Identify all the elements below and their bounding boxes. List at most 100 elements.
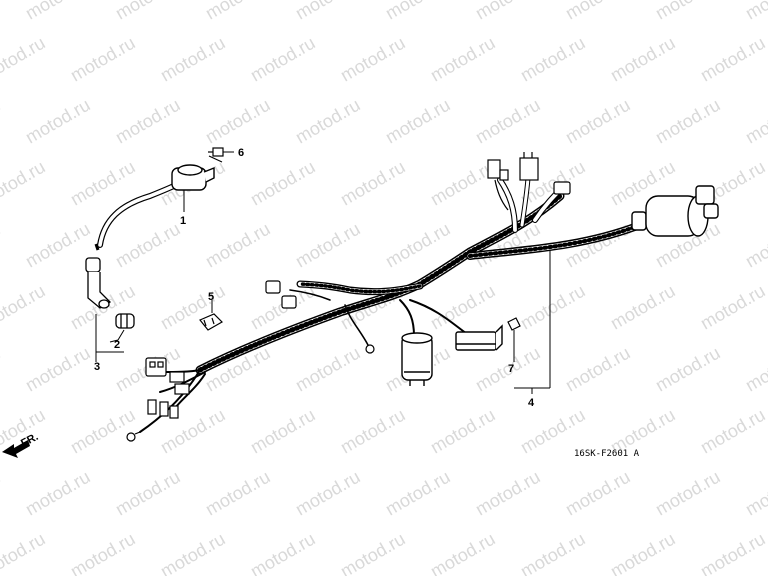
watermark-text: motod.ru (517, 281, 589, 334)
watermark-text: motod.ru (0, 157, 49, 210)
watermark-text: motod.ru (292, 467, 364, 520)
watermark-text: motod.ru (337, 529, 409, 576)
watermark-text: motod.ru (22, 219, 94, 272)
leader-lines (109, 339, 119, 343)
watermark-text: motod.ru (0, 467, 4, 520)
watermark-text: motod.ru (652, 0, 724, 23)
watermark-text: motod.ru (22, 467, 94, 520)
front-connector-bundle (126, 357, 190, 442)
watermark-text: motod.ru (607, 33, 679, 86)
watermark-text: motod.ru (292, 95, 364, 148)
watermark-text: motod.ru (697, 33, 768, 86)
watermark-text: motod.ru (67, 529, 139, 576)
watermark-text: motod.ru (67, 33, 139, 86)
watermark-text: motod.ru (427, 33, 499, 86)
callout-2: 2 (114, 339, 120, 351)
wire-harness (139, 175, 644, 433)
watermark-text: motod.ru (337, 33, 409, 86)
watermark-text: motod.ru (22, 95, 94, 148)
watermark-text: motod.ru (742, 95, 768, 148)
watermark-text: motod.ru (607, 281, 679, 334)
watermark-text: motod.ru (247, 157, 319, 210)
watermark-text: motod.ru (742, 0, 768, 23)
watermark-text: motod.ru (472, 0, 544, 23)
bracket-4 (514, 250, 551, 394)
watermark-text: motod.ru (112, 219, 184, 272)
watermark-text: motod.ru (292, 0, 364, 23)
watermark-text: motod.ru (112, 95, 184, 148)
watermark-text: motod.ru (517, 529, 589, 576)
watermark-text: motod.ru (112, 467, 184, 520)
diagram-code: 16SK-F2601 A (574, 449, 640, 459)
watermark-text: motod.ru (427, 529, 499, 576)
watermark-text: motod.ru (382, 0, 454, 23)
watermark-text: motod.ru (202, 219, 274, 272)
watermark-text: motod.ru (742, 219, 768, 272)
wire-clamp (199, 300, 223, 331)
spark-plug-cap (85, 257, 112, 362)
watermark-text: motod.ru (427, 405, 499, 458)
watermark-text: motod.ru (202, 0, 274, 23)
watermark-text: motod.ru (742, 467, 768, 520)
watermark-text: motod.ru (0, 343, 4, 396)
watermark-text: motod.ru (562, 343, 634, 396)
cap-boot (115, 313, 135, 341)
watermark-text: motod.ru (337, 405, 409, 458)
watermark-text: motod.ru (247, 529, 319, 576)
watermark-text: motod.ru (517, 33, 589, 86)
watermark-text: motod.ru (472, 467, 544, 520)
watermark-text: motod.ru (562, 0, 634, 23)
watermark-text: motod.ru (472, 95, 544, 148)
watermark-text: motod.ru (652, 467, 724, 520)
watermark-text: motod.ru (337, 157, 409, 210)
watermark-text: motod.ru (562, 95, 634, 148)
watermark-text: motod.ru (247, 33, 319, 86)
watermark-text: motod.ru (0, 529, 49, 576)
upper-left-connectors (265, 280, 375, 354)
watermark-text: motod.ru (0, 0, 4, 23)
ignition-coil (94, 164, 215, 251)
callout-4: 4 (528, 397, 535, 409)
watermark-text: motod.ru (382, 95, 454, 148)
watermark-text: motod.ru (247, 405, 319, 458)
watermark-text: motod.ru (67, 405, 139, 458)
watermark-text: motod.ru (292, 343, 364, 396)
watermark-text: motod.ru (112, 0, 184, 23)
clip (507, 317, 521, 362)
watermark-text: motod.ru (697, 405, 768, 458)
watermark-text: motod.ru (382, 467, 454, 520)
watermark-text: motod.ru (697, 281, 768, 334)
callout-5: 5 (208, 291, 214, 303)
bolt (208, 147, 234, 163)
watermark-text: motod.ru (742, 343, 768, 396)
watermark-text: motod.ru (22, 343, 94, 396)
callout-6: 6 (238, 147, 244, 159)
watermark-text: motod.ru (382, 219, 454, 272)
relay-box (455, 324, 503, 351)
watermark-text: motod.ru (157, 33, 229, 86)
watermark-text: motod.ru (0, 281, 49, 334)
watermark-text: motod.ru (697, 529, 768, 576)
watermark-text: motod.ru (22, 0, 94, 23)
watermark-text: motod.ru (652, 95, 724, 148)
watermark-text: motod.ru (0, 95, 4, 148)
watermark-text: motod.ru (202, 95, 274, 148)
watermark-text: motod.ru (157, 281, 229, 334)
callout-7: 7 (508, 363, 514, 375)
watermark-text: motod.ru (0, 219, 4, 272)
starter-relay (631, 185, 719, 237)
callout-1: 1 (180, 215, 186, 227)
watermark-text: motod.ru (562, 467, 634, 520)
watermark-text: motod.ru (157, 529, 229, 576)
watermark-text: motod.ru (0, 33, 49, 86)
callout-3: 3 (94, 361, 100, 373)
watermark-text: motod.ru (292, 219, 364, 272)
watermark-text: motod.ru (652, 343, 724, 396)
top-connectors (487, 152, 571, 211)
watermark-text: motod.ru (607, 529, 679, 576)
watermark-text: motod.ru (67, 157, 139, 210)
watermark-text: motod.ru (427, 281, 499, 334)
watermark-text: motod.ru (202, 467, 274, 520)
